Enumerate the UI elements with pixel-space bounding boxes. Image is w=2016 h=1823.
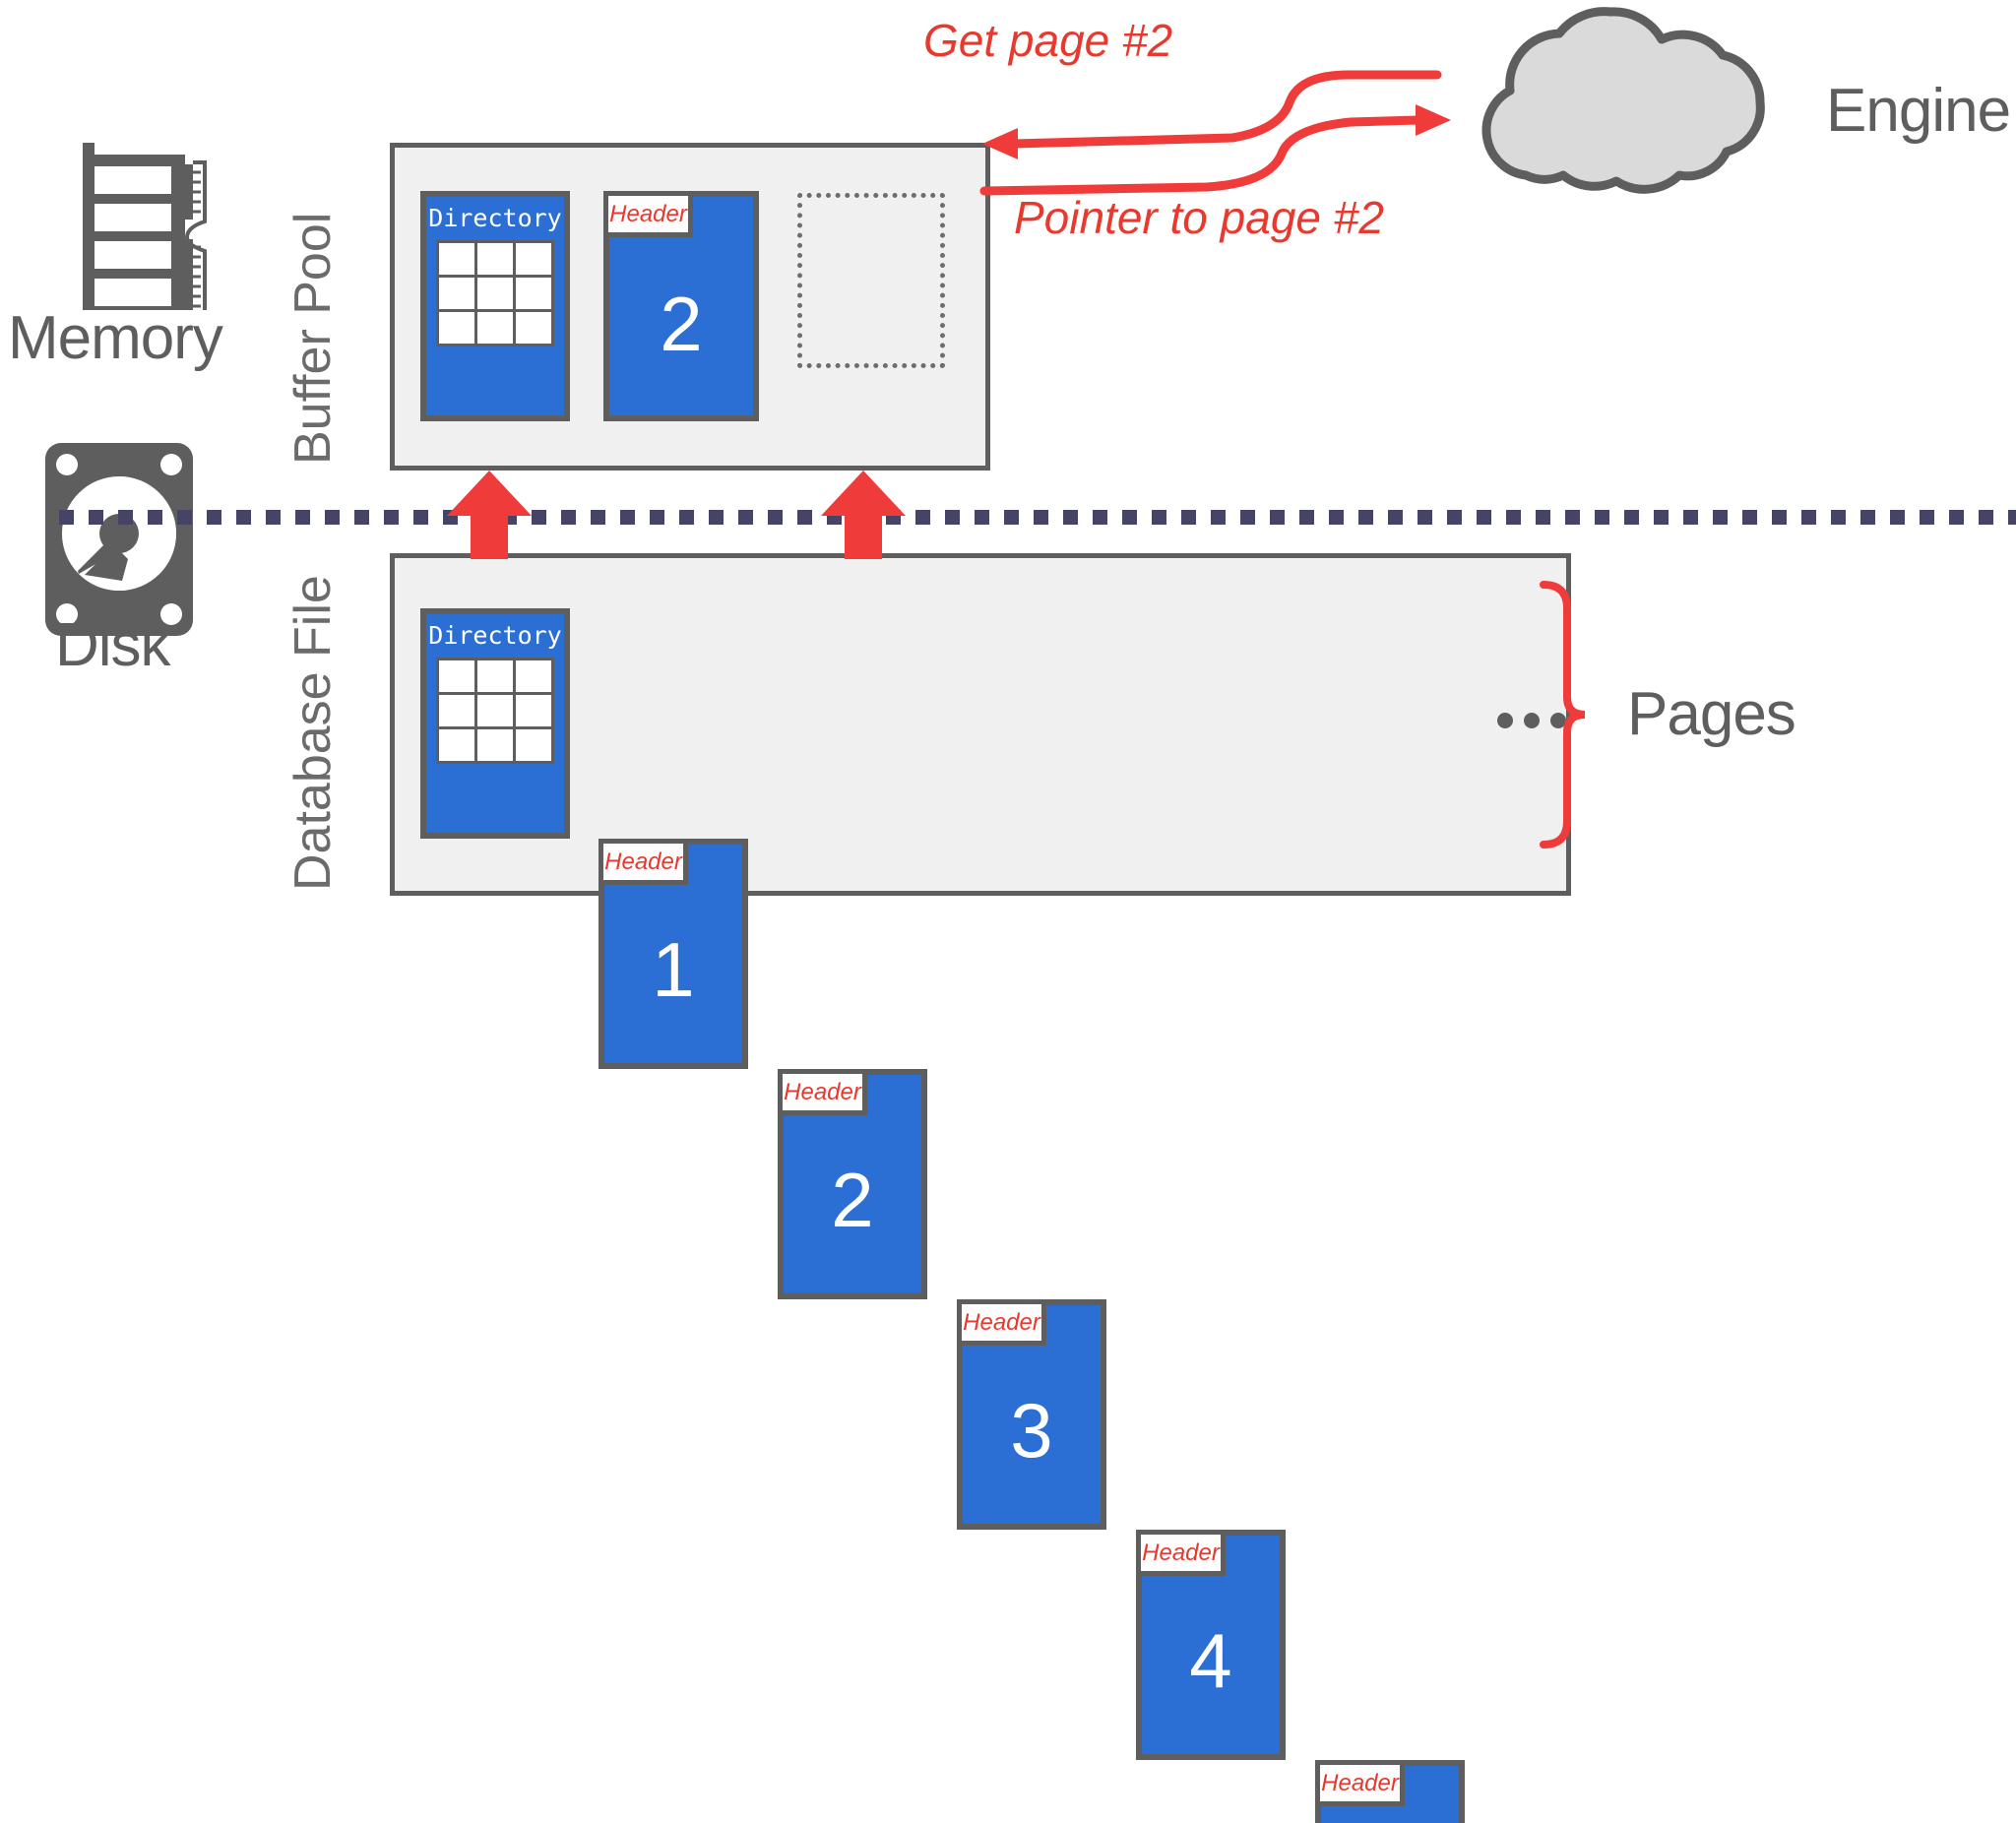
directory-row xyxy=(436,274,554,312)
directory-cell[interactable] xyxy=(436,274,477,312)
database-file-directory-card[interactable]: Directory xyxy=(420,608,570,839)
buffer-pool-label: Buffer Pool xyxy=(284,212,342,465)
directory-cell[interactable] xyxy=(436,308,477,346)
directory-cell[interactable] xyxy=(474,308,516,346)
page-number: 4 xyxy=(1189,1617,1232,1704)
pages-overflow-ellipsis-icon xyxy=(1497,713,1566,728)
engine-label: Engine xyxy=(1826,77,2011,145)
directory-cell[interactable] xyxy=(474,657,516,695)
directory-cell[interactable] xyxy=(436,725,477,764)
page-header-label: Header xyxy=(1142,1539,1220,1566)
database-file-page[interactable]: Header 4 xyxy=(1136,1530,1286,1760)
disk-tier-label: Disk xyxy=(55,611,171,679)
page-header-label: Header xyxy=(604,848,682,875)
page-header-label: Header xyxy=(963,1308,1040,1336)
page-load-arrow xyxy=(445,471,534,559)
directory-grid xyxy=(436,239,554,346)
page-header-badge: Header xyxy=(962,1304,1046,1346)
buffer-pool-directory-card[interactable]: Directory xyxy=(420,191,570,421)
directory-cell[interactable] xyxy=(474,691,516,729)
request-annotation: Get page #2 xyxy=(923,15,1173,66)
page-header-label: Header xyxy=(784,1078,861,1105)
directory-grid xyxy=(436,657,554,764)
directory-title: Directory xyxy=(428,204,562,232)
hard-disk-icon xyxy=(45,443,193,636)
page-header-badge: Header xyxy=(783,1074,867,1115)
directory-cell[interactable] xyxy=(513,274,554,312)
cloud-icon xyxy=(1408,7,1851,205)
page-header-badge: Header xyxy=(1141,1535,1226,1576)
buffer-pool-empty-slot[interactable] xyxy=(797,193,945,368)
ram-stick-icon xyxy=(77,143,222,310)
database-file-page[interactable]: Header 5 xyxy=(1315,1760,1465,1823)
directory-cell[interactable] xyxy=(474,239,516,278)
directory-row xyxy=(436,691,554,729)
memory-disk-divider xyxy=(59,510,2016,525)
directory-cell[interactable] xyxy=(474,274,516,312)
directory-cell[interactable] xyxy=(513,239,554,278)
directory-cell[interactable] xyxy=(474,725,516,764)
buffer-pool-page[interactable]: Header 2 xyxy=(603,191,759,421)
directory-cell[interactable] xyxy=(513,657,554,695)
page-header-badge: Header xyxy=(603,844,688,885)
diagram-canvas: Memory Disk Buffer Pool Directory xyxy=(8,7,2016,1823)
pages-bracket xyxy=(1536,581,1624,849)
directory-cell[interactable] xyxy=(513,691,554,729)
directory-cell[interactable] xyxy=(513,725,554,764)
directory-cell[interactable] xyxy=(436,691,477,729)
page-number: 2 xyxy=(831,1157,874,1243)
engine-buffer-pool-arrows xyxy=(975,59,1467,256)
page-header-label: Header xyxy=(609,200,687,227)
response-annotation: Pointer to page #2 xyxy=(1014,192,1384,243)
page-header-badge: Header xyxy=(1320,1765,1405,1806)
directory-cell[interactable] xyxy=(513,308,554,346)
directory-title: Directory xyxy=(428,621,562,650)
page-number: 2 xyxy=(660,281,703,367)
page-header-badge: Header xyxy=(608,196,693,237)
database-file-page[interactable]: Header 1 xyxy=(598,839,748,1069)
database-file-container xyxy=(390,553,1571,896)
memory-tier-label: Memory xyxy=(8,304,223,372)
directory-cell[interactable] xyxy=(436,657,477,695)
page-number: 1 xyxy=(652,926,695,1013)
pages-bracket-label: Pages xyxy=(1627,680,1796,748)
directory-row xyxy=(436,657,554,695)
directory-row xyxy=(436,725,554,764)
page-header-label: Header xyxy=(1321,1769,1399,1796)
directory-cell[interactable] xyxy=(436,239,477,278)
directory-row xyxy=(436,239,554,278)
database-file-label: Database File xyxy=(284,575,342,891)
database-file-page[interactable]: Header 2 xyxy=(778,1069,927,1299)
page-load-arrow xyxy=(819,471,908,559)
database-file-page[interactable]: Header 3 xyxy=(957,1299,1106,1530)
page-number: 3 xyxy=(1010,1387,1053,1474)
directory-row xyxy=(436,308,554,346)
